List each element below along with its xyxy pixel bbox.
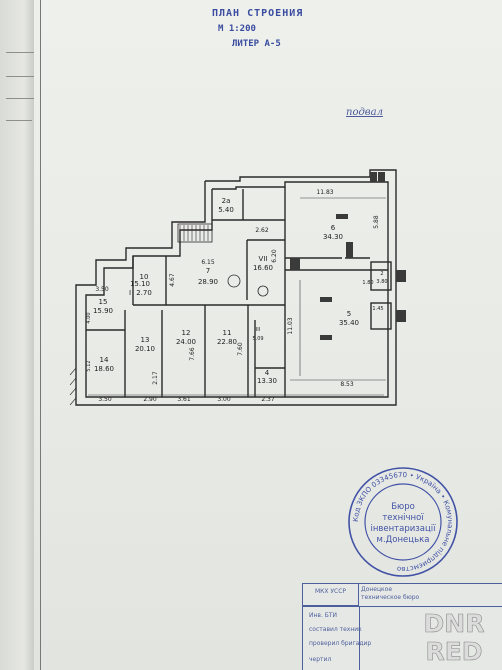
room-area: 20.10: [135, 345, 155, 353]
room-number: 2: [380, 271, 383, 277]
logo-text: DNR: [424, 609, 485, 638]
room-number: 6: [331, 224, 336, 232]
title-block-row: проверил бригадир: [309, 640, 372, 647]
logo-text: RED: [425, 637, 482, 664]
dimension-label: 3.61: [177, 396, 191, 403]
room-number: III: [256, 327, 260, 333]
org-right-line: техническое бюро: [361, 594, 420, 601]
room-area: 35.40: [339, 319, 359, 327]
dimension-label: 2.62: [255, 227, 269, 234]
room-number: 10: [140, 273, 149, 281]
dimension-label: 2.90: [143, 396, 157, 403]
seal-center-text: інвентаризації: [370, 524, 436, 534]
seal-center-text: м.Донецька: [377, 535, 430, 545]
dimension-label: 3.50: [98, 396, 112, 403]
room-area: 24.00: [176, 338, 196, 346]
dimension-label: 1.45: [372, 306, 383, 312]
room-area: 2.70: [136, 289, 152, 297]
seal-center-text: технічної: [382, 513, 424, 523]
dimension-label: 7.66: [189, 347, 196, 361]
dimension-label: 8.53: [340, 381, 354, 388]
left-page-edge: [0, 0, 40, 670]
dimension-label: 2.17: [152, 371, 159, 385]
room-number: 15: [99, 298, 108, 306]
title-block-row: Инв. БТИ: [309, 612, 338, 619]
room-area: 18.60: [94, 365, 114, 373]
dimension-label: 3.00: [217, 396, 231, 403]
dnr-red-logo: DNR RED: [423, 609, 485, 664]
dimension-label: 5.12: [86, 360, 92, 371]
bti-seal: Код ЗКПО 03345670 • Україна • Комунальне…: [348, 467, 458, 577]
paper-sheet: [34, 0, 502, 670]
plan-scale-stamp: М 1:200: [218, 24, 256, 34]
room-area: 22.80: [217, 338, 237, 346]
title-block-row: чертил: [309, 656, 332, 663]
room-number: 4: [265, 369, 270, 377]
room-number: 7: [206, 267, 210, 275]
room-number: I: [129, 289, 131, 297]
org-right-line: Донецкое: [361, 586, 393, 593]
room-area: 5.40: [218, 206, 234, 214]
room-number: 12: [182, 329, 191, 337]
dimension-label: 7.60: [237, 342, 244, 356]
dimension-label: 2.37: [261, 396, 275, 403]
room-number: 13: [141, 336, 150, 344]
room-area: 16.60: [253, 264, 273, 272]
dimension-label: 6.15: [201, 259, 215, 266]
room-area: 15.90: [93, 307, 113, 315]
room-number: 11: [223, 329, 232, 337]
floor-label: подвал: [346, 107, 383, 118]
room-area: 15.10: [130, 280, 150, 288]
dimension-label: 11.03: [287, 317, 294, 334]
dimension-label: 4.00: [86, 312, 92, 323]
dimension-label: 4.67: [169, 273, 176, 287]
room-number: 2а: [222, 197, 231, 205]
room-area: 13.30: [257, 377, 277, 385]
room-number: 5: [347, 310, 351, 318]
seal-center-text: Бюро: [391, 502, 415, 512]
dimension-label: 1.80: [362, 280, 373, 286]
room-number: 14: [100, 356, 109, 364]
title-block-row: составил техник: [309, 626, 362, 633]
room-area: 5.09: [252, 336, 263, 342]
plan-letter-stamp: ЛИТЕР А-5: [232, 39, 281, 49]
room-number: VII: [259, 255, 268, 263]
sheet-border-line: [40, 0, 41, 670]
dimension-label: 6.20: [271, 249, 278, 263]
dimension-label: 11.83: [316, 189, 333, 196]
plan-title-stamp: ПЛАН СТРОЕНИЯ: [212, 8, 304, 19]
org-left: МКХ УССР: [303, 584, 359, 606]
room-area: 34.30: [323, 233, 343, 241]
dimension-label: 5.88: [373, 215, 380, 229]
room-area: 28.90: [198, 278, 218, 286]
dimension-label: 3.50: [95, 286, 109, 293]
title-block: МКХ УССР Донецкое техническое бюро Инв. …: [302, 583, 502, 670]
room-area: 3.80: [376, 279, 387, 285]
